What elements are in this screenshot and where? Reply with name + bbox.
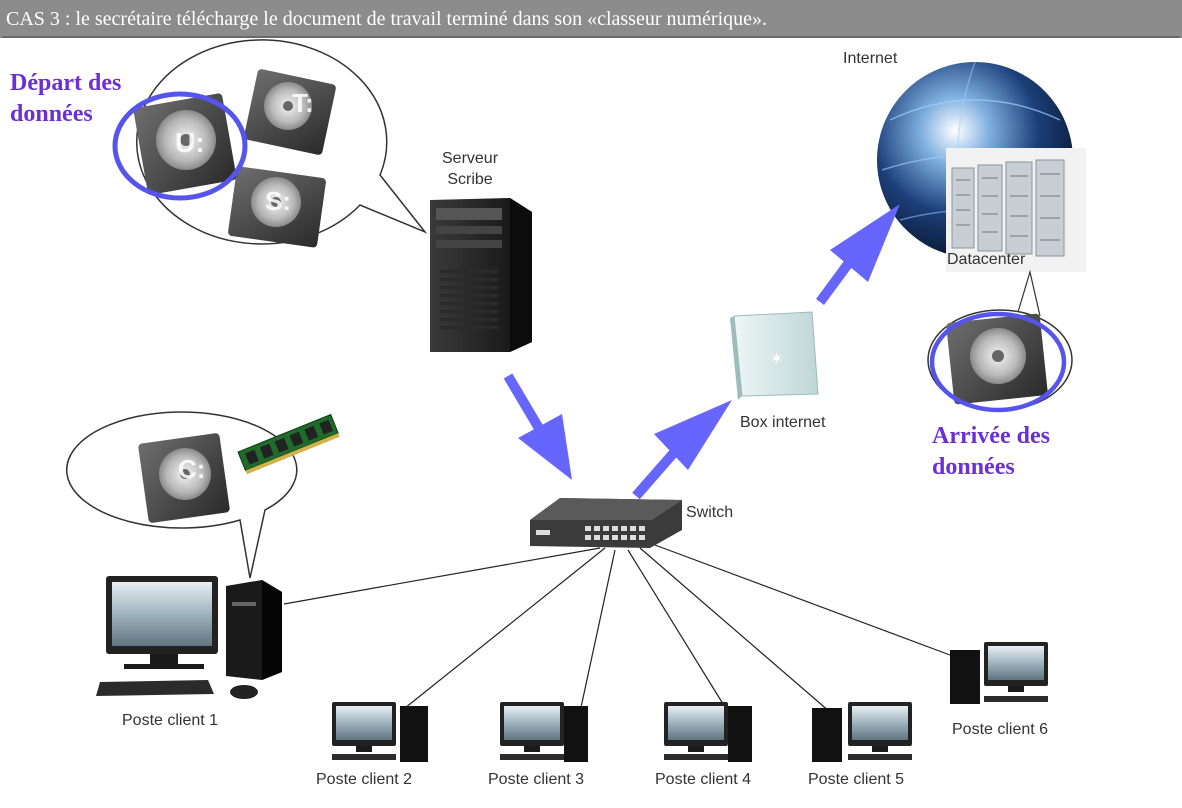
cable-client-1	[283, 547, 601, 605]
box-star-icon: ✶	[770, 351, 783, 368]
data-flow-arrows	[503, 204, 900, 500]
client-2-label: Poste client 2	[316, 771, 413, 788]
datacenter-icon	[946, 148, 1086, 272]
cable-client-3	[579, 549, 616, 713]
datacenter-label: Datacenter	[947, 251, 1026, 268]
client-4-label: Poste client 4	[655, 771, 752, 788]
internet-label: Internet	[843, 50, 898, 67]
arrow-switch-to-box	[632, 400, 732, 500]
drive-s-icon	[228, 166, 326, 248]
cable-client-6	[654, 544, 951, 656]
server-label-line2: Scribe	[447, 171, 493, 188]
switch-icon	[530, 498, 682, 548]
client-1-computer-icon	[96, 576, 282, 699]
server-label: Serveur Scribe	[442, 148, 498, 190]
drive-c-icon	[138, 433, 230, 523]
client-2-computer-icon	[332, 702, 428, 762]
depart-label-line1: Départ des	[10, 70, 122, 96]
depart-label-line2: données	[10, 101, 93, 127]
drive-t-icon	[244, 69, 336, 155]
switch-label: Switch	[686, 504, 734, 521]
client-6-label: Poste client 6	[952, 721, 1049, 738]
client-5-computer-icon	[812, 702, 912, 762]
arrow-box-to-internet	[815, 204, 900, 305]
ram-module-icon	[237, 413, 340, 475]
server-label-line1: Serveur	[442, 150, 499, 167]
client-1-label: Poste client 1	[122, 712, 219, 729]
drive-s-label: S:	[265, 186, 291, 216]
arrivee-label: Arrivée des données	[932, 421, 1050, 483]
arrow-server-to-switch	[503, 373, 572, 480]
drive-u-icon	[133, 93, 237, 195]
client-5-label: Poste client 5	[808, 771, 905, 788]
server-tower-icon	[430, 198, 532, 352]
cable-client-4	[627, 549, 729, 713]
client-4-computer-icon	[664, 702, 752, 762]
internet-box-icon: ✶	[730, 311, 819, 400]
cable-client-5	[639, 547, 831, 713]
arrivee-highlight-circle	[929, 311, 1067, 413]
title-bar: CAS 3 : le secrétaire télécharge le docu…	[0, 0, 1182, 38]
drive-t-label: T:	[292, 88, 314, 118]
box-label: Box internet	[740, 414, 826, 431]
depart-highlight-circle	[112, 91, 248, 201]
depart-label: Départ des données	[10, 68, 121, 130]
cable-client-2	[399, 547, 606, 713]
client-6-computer-icon	[950, 642, 1048, 704]
drive-c-label: C:	[178, 454, 205, 484]
client-3-computer-icon	[500, 702, 588, 762]
network-cables	[283, 544, 951, 713]
datacenter-drive-icon	[946, 313, 1048, 405]
drive-u-label: U:	[175, 127, 205, 158]
datacenter-storage-bubble	[927, 269, 1073, 413]
title-underline	[2, 36, 1180, 38]
title-text: CAS 3 : le secrétaire télécharge le docu…	[6, 8, 768, 30]
arrivee-label-line1: Arrivée des	[932, 423, 1050, 449]
arrivee-label-line2: données	[932, 454, 1015, 480]
client-3-label: Poste client 3	[488, 771, 585, 788]
